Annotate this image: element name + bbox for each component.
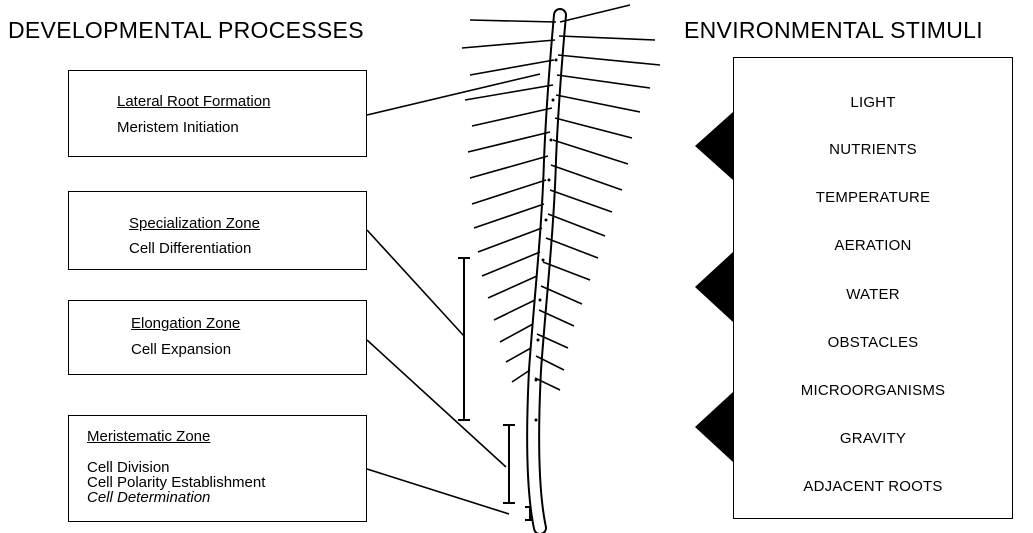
developmental-processes-heading: DEVELOPMENTAL PROCESSES <box>8 17 364 43</box>
environmental-stimuli-box: LIGHT NUTRIENTS TEMPERATURE AERATION WAT… <box>733 57 1013 519</box>
lateral-root-formation-title: Lateral Root Formation <box>117 93 271 110</box>
environmental-stimuli-heading: ENVIRONMENTAL STIMULI <box>684 17 983 43</box>
elongation-zone-box: Elongation Zone Cell Expansion <box>68 300 367 375</box>
stimulus-water: WATER <box>846 286 900 303</box>
stimulus-nutrients: NUTRIENTS <box>829 141 917 158</box>
cell-determination-label: Cell Determination <box>87 489 211 506</box>
stimulus-microorganisms: MICROORGANISMS <box>800 382 946 399</box>
stimulus-adjacent-roots: ADJACENT ROOTS <box>803 478 943 495</box>
zone-brackets <box>458 257 535 521</box>
stimulus-light: LIGHT <box>850 94 896 111</box>
meristematic-zone-box: Meristematic Zone Cell Division Cell Pol… <box>68 415 367 522</box>
stimulus-gravity: GRAVITY <box>839 430 907 447</box>
specialization-zone-title: Specialization Zone <box>129 215 260 232</box>
meristem-initiation-label: Meristem Initiation <box>117 119 239 136</box>
root-illustration <box>461 4 661 533</box>
lateral-root-leader-line <box>366 73 541 116</box>
elongation-leader-line <box>366 339 507 468</box>
specialization-zone-box: Specialization Zone Cell Differentiation <box>68 191 367 270</box>
stimulus-obstacles: OBSTACLES <box>827 334 919 351</box>
stimulus-aeration: AERATION <box>834 237 912 254</box>
stimulus-arrow-1 <box>695 112 733 180</box>
meristematic-leader-line <box>366 468 510 515</box>
stimulus-arrow-3 <box>695 392 733 462</box>
meristematic-zone-title: Meristematic Zone <box>87 428 211 445</box>
elongation-zone-title: Elongation Zone <box>131 315 241 332</box>
cell-polarity-establishment-label: Cell Polarity Establishment <box>87 474 266 491</box>
cell-differentiation-label: Cell Differentiation <box>129 240 252 257</box>
specialization-leader-line <box>366 229 465 337</box>
stimulus-arrow-2 <box>695 252 733 322</box>
lateral-root-formation-box: Lateral Root Formation Meristem Initiati… <box>68 70 367 157</box>
cell-division-label: Cell Division <box>87 459 170 476</box>
cell-expansion-label: Cell Expansion <box>131 341 232 358</box>
stimulus-temperature: TEMPERATURE <box>815 189 931 206</box>
